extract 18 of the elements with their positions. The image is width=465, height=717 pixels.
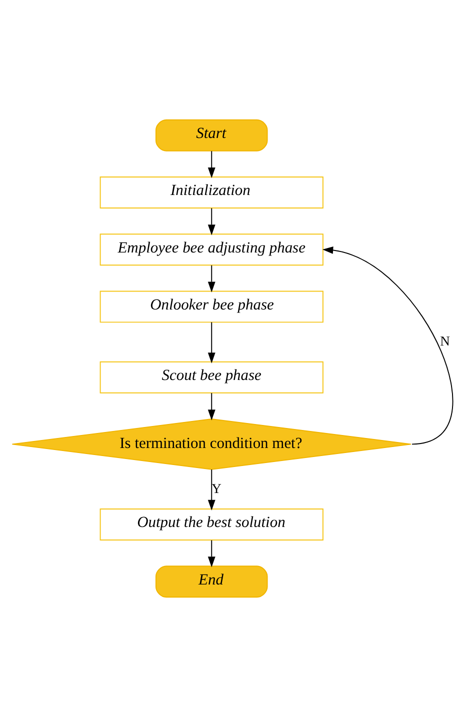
arrow	[208, 322, 216, 364]
edge-label: Y	[212, 480, 222, 496]
node-box: Initialization	[100, 176, 324, 208]
node-box: Scout bee phase	[100, 361, 324, 394]
node-box: Employee bee adjusting phase	[100, 234, 324, 266]
node-box: Output the best solution	[100, 508, 324, 540]
arrow	[208, 392, 216, 420]
arrow	[322, 246, 454, 445]
arrow	[208, 150, 216, 178]
edge-label: N	[440, 334, 450, 349]
arrow	[208, 264, 216, 292]
arrow	[208, 540, 216, 568]
arrow	[208, 208, 216, 236]
node-box: End	[155, 566, 268, 598]
node-diamond: Is termination condition met?	[12, 418, 412, 470]
node-box: Start	[155, 119, 268, 152]
node-box: Onlooker bee phase	[100, 290, 324, 323]
arrow	[208, 469, 216, 510]
